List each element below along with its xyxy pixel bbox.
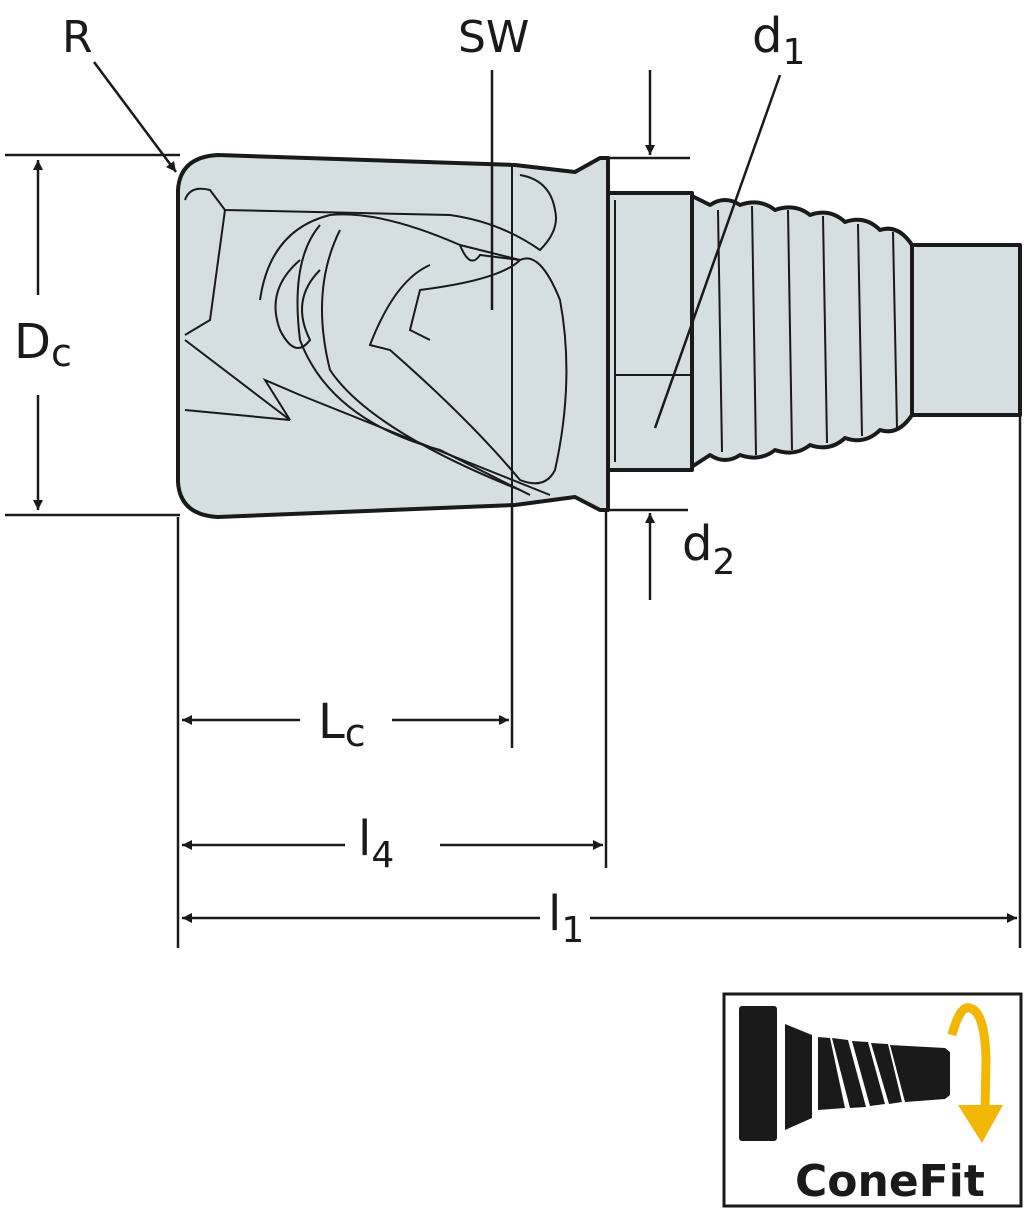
shank bbox=[906, 243, 1022, 417]
conefit-text: ConeFit bbox=[795, 1156, 985, 1207]
neck bbox=[604, 191, 694, 472]
label-lc: Lc bbox=[318, 694, 366, 755]
label-dc: Dc bbox=[14, 314, 72, 375]
label-l1: l1 bbox=[548, 886, 584, 951]
label-d2: d2 bbox=[682, 516, 735, 583]
label-r: R bbox=[62, 12, 93, 63]
cutting-head bbox=[176, 153, 610, 519]
tool-body bbox=[176, 153, 1022, 519]
thread-lines bbox=[717, 205, 898, 456]
extension-lines bbox=[5, 153, 1022, 948]
dimension-arrows bbox=[33, 61, 1017, 923]
label-d1: d1 bbox=[752, 8, 805, 73]
conefit-logo: ConeFit bbox=[722, 992, 1023, 1208]
rotation-arrow-icon bbox=[947, 1003, 991, 1111]
label-sw: SW bbox=[458, 12, 529, 63]
label-l4: l4 bbox=[358, 811, 394, 876]
threaded-section bbox=[688, 193, 914, 470]
flute-details bbox=[184, 165, 568, 505]
